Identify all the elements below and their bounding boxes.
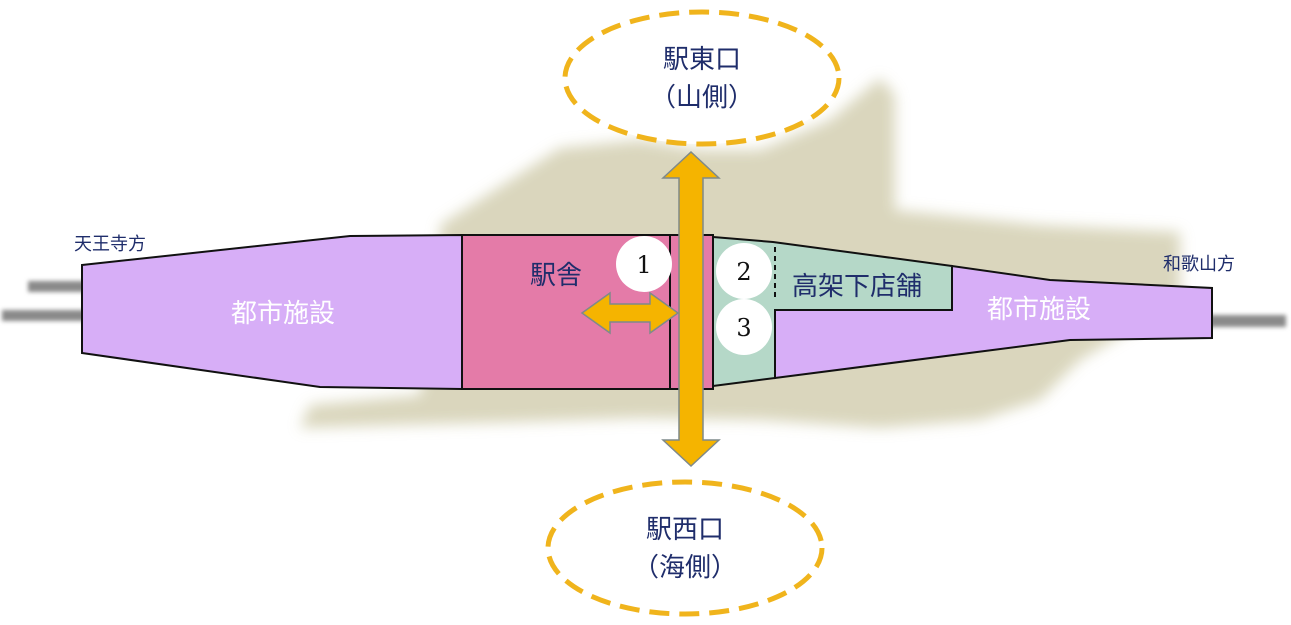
- urban-facility-right-label: 都市施設: [987, 295, 1091, 325]
- urban-facility-left-label: 都市施設: [231, 299, 335, 329]
- marker-1-label: 1: [636, 251, 651, 279]
- west-exit-label-line1: 駅西口: [646, 515, 724, 545]
- vertical-double-arrow: [661, 150, 721, 468]
- horizontal-double-arrow: [580, 291, 680, 335]
- west-exit-outline: [545, 479, 825, 617]
- marker-2-label: 2: [736, 258, 751, 286]
- tennoji-direction-label: 天王寺方: [74, 234, 146, 255]
- track-line-left-lower: [2, 310, 152, 321]
- east-exit-outline: [562, 9, 842, 147]
- wakayama-direction-label: 和歌山方: [1163, 254, 1235, 275]
- station-building-label: 駅舎: [530, 261, 582, 291]
- elevated-shops-label: 高架下店舗: [792, 272, 922, 302]
- marker-3-label: 3: [736, 314, 751, 342]
- elevated-shops: [712, 235, 953, 388]
- east-exit-label-line2: （山側）: [650, 83, 754, 113]
- west-exit-label-line2: （海側）: [633, 553, 737, 583]
- east-exit-label-line1: 駅東口: [663, 45, 741, 75]
- marker-2-circle: [716, 243, 772, 299]
- marker-1-circle: [616, 236, 672, 292]
- marker-3-circle: [716, 299, 772, 355]
